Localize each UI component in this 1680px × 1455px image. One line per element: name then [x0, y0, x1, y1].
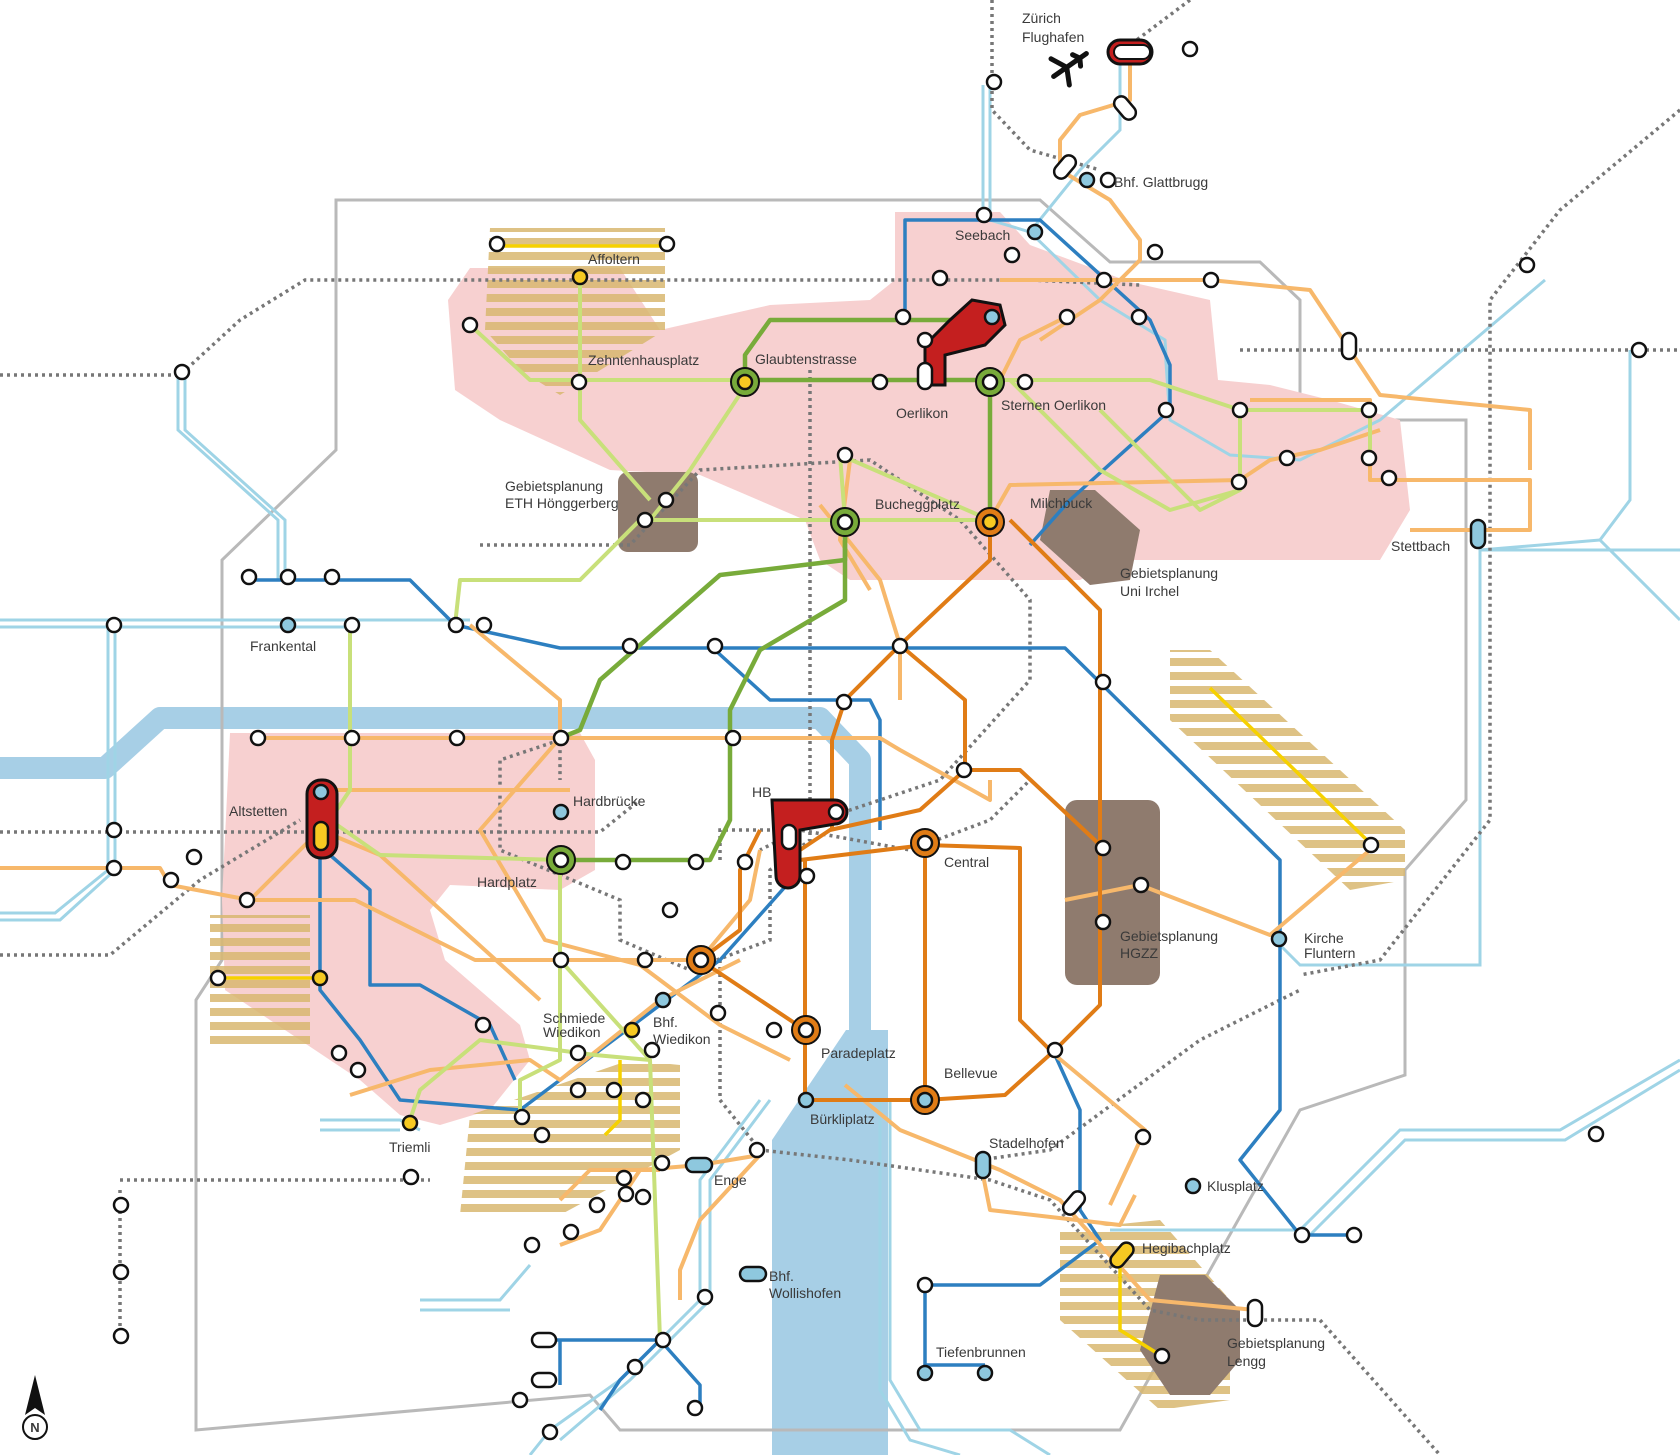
- label-irchel-1: Gebietsplanung: [1120, 565, 1218, 581]
- ring-hardplatz: [546, 845, 576, 875]
- label-frankental: Frankental: [250, 638, 316, 654]
- hub-hb: [770, 798, 849, 890]
- planning-area-irchel: [1040, 490, 1140, 585]
- ring-bellevue: [910, 1085, 940, 1115]
- tram-yellow-lines: [218, 244, 1372, 1357]
- station-altstetten-markers: [312, 783, 330, 852]
- north-label: N: [30, 1420, 39, 1435]
- label-irchel-2: Uni Irchel: [1120, 583, 1179, 599]
- station-hb-markers: [780, 803, 845, 885]
- ring-stauffacher: [686, 945, 716, 975]
- label-paradeplatz: Paradeplatz: [821, 1045, 896, 1061]
- label-glattbrugg: Bhf. Glattbrugg: [1114, 174, 1208, 190]
- hatch-west: [210, 915, 310, 1045]
- development-zones: [222, 212, 1410, 1125]
- label-lengg-2: Lengg: [1227, 1353, 1266, 1369]
- zone-north: [448, 212, 1410, 580]
- hub-flughafen-inner: [1113, 44, 1151, 60]
- label-sternen: Sternen Oerlikon: [1001, 397, 1106, 413]
- label-glaubtenstrasse: Glaubtenstrasse: [755, 351, 857, 367]
- water-bodies: [0, 707, 888, 1455]
- label-central: Central: [944, 854, 989, 870]
- ring-bucheggplatz: [830, 507, 860, 537]
- ring-central: [910, 828, 940, 858]
- label-bhfwiedikon-1: Bhf.: [653, 1014, 678, 1030]
- ring-paradeplatz: [791, 1015, 821, 1045]
- label-triemli: Triemli: [389, 1139, 430, 1155]
- label-stadelhofen: Stadelhofen: [989, 1135, 1064, 1151]
- label-schmiede-1: Schmiede: [543, 1010, 605, 1026]
- label-fluntern-1: Kirche: [1304, 930, 1344, 946]
- label-flughafen-2: Flughafen: [1022, 29, 1084, 45]
- label-bellevue: Bellevue: [944, 1065, 998, 1081]
- tram-dark-orange-lines: [698, 518, 1102, 1102]
- station-markers: [105, 40, 1648, 1441]
- label-hgzz-2: HGZZ: [1120, 945, 1159, 961]
- ring-glaubtenstrasse: [730, 367, 760, 397]
- map-labels: Zürich Flughafen Bhf. Glattbrugg Seebach…: [229, 10, 1450, 1369]
- label-lengg-1: Gebietsplanung: [1227, 1335, 1325, 1351]
- label-milchbuck: Milchbuck: [1030, 495, 1093, 511]
- hatch-affoltern: [485, 228, 665, 395]
- label-hgzz-1: Gebietsplanung: [1120, 928, 1218, 944]
- ring-milchbuck: [975, 507, 1005, 537]
- label-eth-2: ETH Hönggerberg: [505, 495, 619, 511]
- airplane-icon: [1048, 51, 1089, 88]
- label-zehntenhausplatz: Zehntenhausplatz: [588, 352, 699, 368]
- label-affoltern: Affoltern: [588, 251, 640, 267]
- label-bucheggplatz: Bucheggplatz: [875, 496, 960, 512]
- label-eth-1: Gebietsplanung: [505, 478, 603, 494]
- label-hardplatz: Hardplatz: [477, 874, 537, 890]
- label-hegibachplatz: Hegibachplatz: [1142, 1240, 1231, 1256]
- label-oerlikon: Oerlikon: [896, 405, 948, 421]
- label-stettbach: Stettbach: [1391, 538, 1450, 554]
- label-flughafen-1: Zürich: [1022, 10, 1061, 26]
- label-klusplatz: Klusplatz: [1207, 1178, 1264, 1194]
- label-altstetten: Altstetten: [229, 803, 287, 819]
- label-fluntern-2: Fluntern: [1304, 945, 1355, 961]
- label-schmiede-2: Wiedikon: [543, 1024, 601, 1040]
- ring-sternen: [975, 367, 1005, 397]
- tram-orange-lines: [0, 50, 1532, 1312]
- station-oerlikon-markers: [916, 308, 1001, 391]
- label-tiefenbrunnen: Tiefenbrunnen: [936, 1344, 1026, 1360]
- lake-zurich: [772, 1030, 888, 1455]
- label-bhfwiedikon-2: Wiedikon: [653, 1031, 711, 1047]
- label-wollishofen-2: Wollishofen: [769, 1285, 841, 1301]
- limmat-river: [0, 707, 871, 1035]
- label-hardbruecke: Hardbrücke: [573, 793, 646, 809]
- label-enge: Enge: [714, 1172, 747, 1188]
- label-buerkliplatz: Bürkliplatz: [810, 1111, 875, 1127]
- label-seebach: Seebach: [955, 227, 1010, 243]
- label-wollishofen-1: Bhf.: [769, 1268, 794, 1284]
- hatch-fluntern: [1170, 650, 1405, 890]
- compass-north-arrow: N: [22, 1375, 48, 1440]
- label-hb: HB: [752, 784, 771, 800]
